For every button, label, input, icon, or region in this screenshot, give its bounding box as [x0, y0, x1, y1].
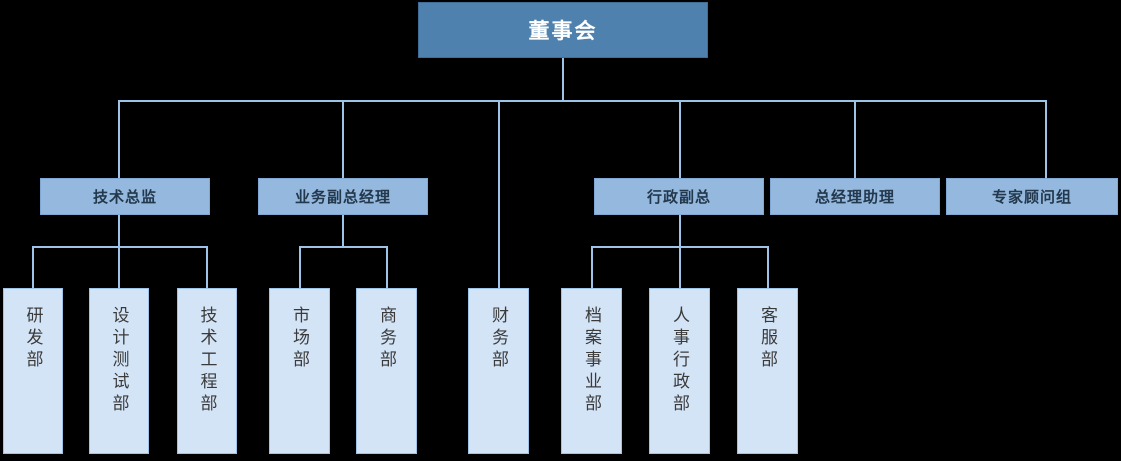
node-admin-vp[interactable]: 行政副总 [594, 178, 764, 215]
node-expert-advisory-group[interactable]: 专家顾问组 [946, 178, 1118, 215]
node-label: 技术工程部 [197, 306, 217, 416]
node-business-vp[interactable]: 业务副总经理 [258, 178, 428, 215]
node-tech-director[interactable]: 技术总监 [40, 178, 210, 215]
node-customer-service-dept[interactable]: 客服部 [737, 288, 798, 454]
node-commerce-dept[interactable]: 商务部 [356, 288, 417, 454]
connector-drop-gm-assistant [854, 100, 856, 178]
connector-drop-customer-service-dept [767, 246, 769, 288]
node-design-test-dept[interactable]: 设计测试部 [89, 288, 149, 454]
connector-drop-tech-director [118, 100, 120, 178]
node-finance-dept[interactable]: 财务部 [468, 288, 529, 454]
node-hr-admin-dept[interactable]: 人事行政部 [649, 288, 710, 454]
connector-level2-bus [118, 100, 1047, 102]
node-label: 人事行政部 [670, 306, 689, 416]
connector-stem-admin-vp [679, 214, 681, 247]
node-label: 档案事业部 [582, 306, 601, 416]
node-label: 专家顾问组 [991, 189, 1072, 206]
node-rd-dept[interactable]: 研发部 [3, 288, 63, 454]
connector-drop-admin-vp [679, 100, 681, 178]
node-label: 研发部 [23, 306, 43, 372]
connector-drop-commerce-dept [386, 246, 388, 288]
connector-stem-tech-director [118, 214, 120, 247]
node-label: 总经理助理 [814, 189, 895, 206]
connector-drop-expert-group [1045, 100, 1047, 178]
node-label: 财务部 [489, 306, 508, 372]
node-tech-eng-dept[interactable]: 技术工程部 [177, 288, 237, 454]
node-label: 商务部 [377, 306, 396, 372]
connector-stem-business-vp [342, 214, 344, 247]
node-label: 设计测试部 [109, 306, 129, 416]
node-gm-assistant[interactable]: 总经理助理 [770, 178, 940, 215]
node-label: 行政副总 [646, 189, 711, 206]
connector-drop-finance-dept [498, 100, 500, 288]
node-label: 业务副总经理 [294, 189, 391, 206]
node-archive-dept[interactable]: 档案事业部 [561, 288, 622, 454]
connector-drop-marketing-dept [299, 246, 301, 288]
node-label: 技术总监 [92, 189, 157, 206]
node-marketing-dept[interactable]: 市场部 [269, 288, 330, 454]
connector-drop-hr-admin-dept [679, 246, 681, 288]
connector-drop-business-vp [342, 100, 344, 178]
node-label: 市场部 [290, 306, 309, 372]
connector-bus-business-vp [299, 246, 387, 248]
connector-root-stem [562, 58, 564, 101]
connector-drop-archive-dept [591, 246, 593, 288]
connector-drop-rd-dept [32, 246, 34, 288]
node-label: 董事会 [528, 20, 598, 43]
connector-drop-design-test-dept [118, 246, 120, 288]
node-board-of-directors[interactable]: 董事会 [418, 2, 708, 58]
node-label: 客服部 [758, 306, 777, 372]
connector-drop-tech-eng-dept [206, 246, 208, 288]
